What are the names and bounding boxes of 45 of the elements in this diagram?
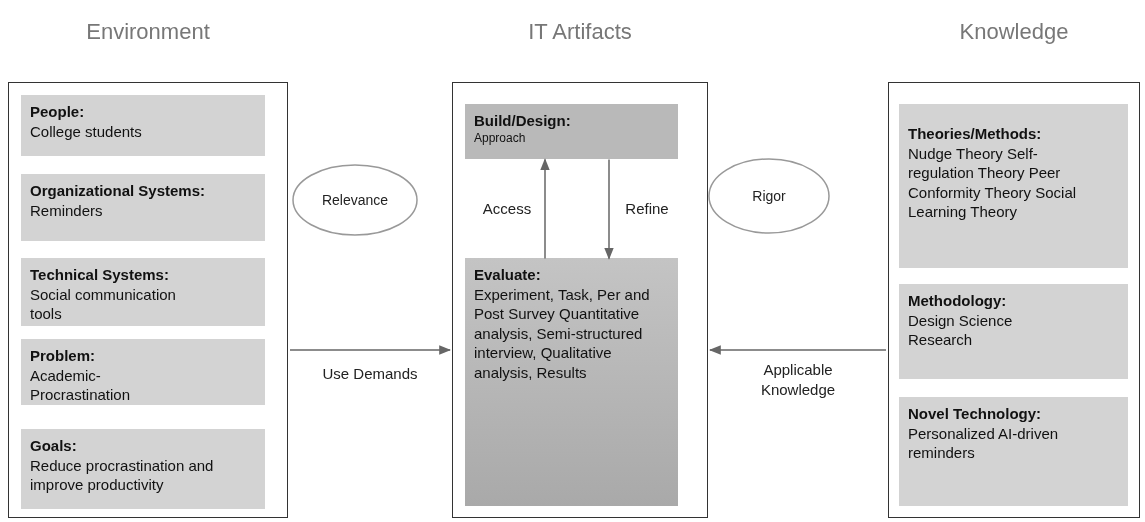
box-text: Experiment, Task, Per and Post Survey Quantitative analysis, Semi-structured interview, Qualitative analysis, Results — [474, 284, 651, 382]
content-box — [899, 284, 1128, 379]
panel-heading: IT Artifacts — [527, 19, 633, 45]
box-heading: Build/Design: — [474, 111, 572, 131]
ellipse-label: Relevance — [321, 192, 389, 208]
arrow — [540, 158, 550, 260]
content-box — [21, 174, 265, 241]
content-box — [899, 397, 1128, 506]
content-box — [21, 258, 265, 326]
content-box — [21, 429, 265, 509]
arrow — [289, 345, 452, 355]
box-heading: People: — [30, 102, 86, 122]
box-text: Nudge Theory Self-regulation Theory Peer Conformity Theory Social Learning Theory — [908, 143, 1078, 222]
ellipse-label: Rigor — [752, 188, 786, 204]
content-box — [465, 258, 678, 506]
ellipse-node — [292, 164, 418, 236]
edge-label: Access — [481, 198, 533, 219]
content-box — [21, 339, 265, 405]
edge-label: Use Demands — [321, 364, 419, 384]
box-heading: Evaluate: — [474, 265, 542, 285]
box-text: Reminders — [30, 200, 104, 220]
box-heading: Problem: — [30, 346, 96, 366]
box-text: Design Science Research — [908, 310, 1014, 350]
box-heading: Novel Technology: — [908, 404, 1043, 424]
content-box — [465, 104, 678, 159]
edge-label: Refine — [624, 198, 670, 219]
box-text: Approach — [474, 130, 527, 147]
box-text: Academic- Procrastination — [30, 365, 132, 405]
content-box — [899, 104, 1128, 268]
box-text: College students — [30, 121, 143, 141]
ellipse-node — [708, 158, 830, 234]
box-heading: Methodology: — [908, 291, 1008, 311]
box-heading: Theories/Methods: — [908, 124, 1043, 144]
arrow — [708, 345, 887, 355]
box-text: Reduce procrastination and improve productivity — [30, 455, 215, 495]
box-heading: Organizational Systems: — [30, 181, 207, 201]
box-heading: Technical Systems: — [30, 265, 170, 285]
box-heading: Goals: — [30, 436, 78, 456]
content-box — [21, 95, 265, 156]
panel-heading: Knowledge — [958, 19, 1070, 45]
box-text: Social communication tools — [30, 284, 177, 324]
box-text: Personalized AI-driven reminders — [908, 423, 1060, 463]
panel-heading: Environment — [85, 19, 211, 45]
edge-label: Applicable Knowledge — [759, 360, 837, 401]
arrow — [604, 158, 614, 260]
